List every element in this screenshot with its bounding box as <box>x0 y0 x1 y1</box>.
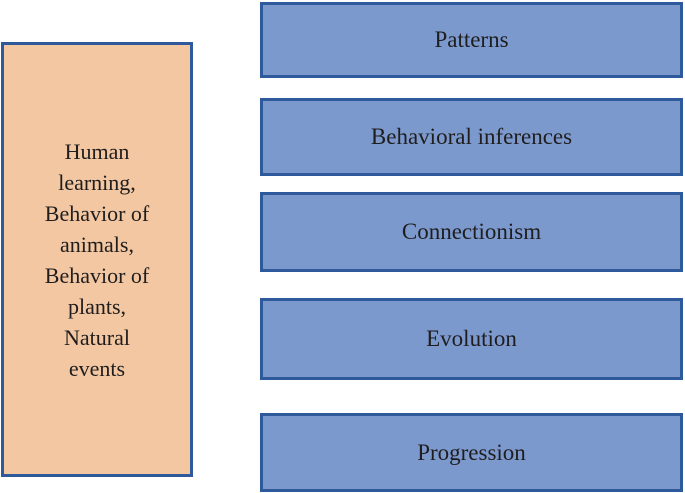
category-box-progression: Progression <box>260 413 683 492</box>
source-box-line: animals, <box>60 231 134 257</box>
source-box-line: Human <box>64 138 130 164</box>
category-box-label: Patterns <box>434 27 509 52</box>
category-box-label: Behavioral inferences <box>370 124 573 149</box>
category-box-patterns: Patterns <box>260 2 683 78</box>
category-box-behavioral-inferences: Behavioral inferences <box>260 98 683 176</box>
source-box-line: learning, <box>58 169 136 195</box>
source-box-line: Behavior of <box>44 262 150 288</box>
source-box-line: Natural <box>64 324 130 350</box>
category-box-label: Evolution <box>426 326 517 351</box>
source-box-line: plants, <box>67 293 127 319</box>
source-box: Human learning, Behavior of animals, Beh… <box>1 42 193 477</box>
category-box-label: Progression <box>417 439 526 465</box>
category-box-connectionism: Connectionism <box>260 192 683 272</box>
source-box-line: events <box>68 355 126 381</box>
category-box-evolution: Evolution <box>260 298 683 380</box>
source-box-line: Behavior of <box>44 200 150 226</box>
category-box-label: Connectionism <box>401 219 542 244</box>
